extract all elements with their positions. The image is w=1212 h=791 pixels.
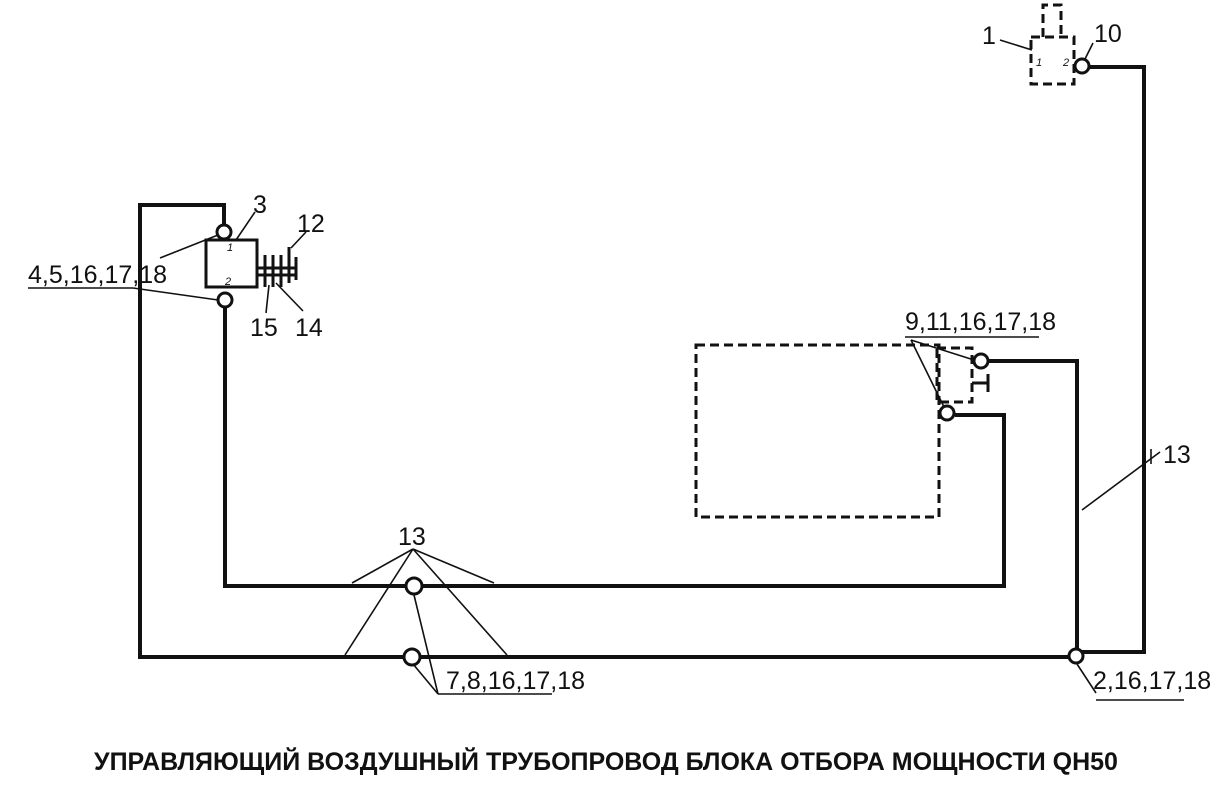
label-3: 3 <box>253 191 267 219</box>
diagram-caption: УПРАВЛЯЮЩИЙ ВОЗДУШНЫЙ ТРУБОПРОВОД БЛОКА … <box>94 748 1118 776</box>
fitting-bottom-right <box>1067 647 1085 665</box>
label-14: 14 <box>295 314 323 342</box>
label-group-2: 2,16,17,18 <box>1093 667 1211 695</box>
valve-9-body <box>935 346 974 404</box>
pipe-valve3-top-loop <box>138 203 405 659</box>
label-13-right: 13 <box>1163 441 1191 469</box>
valve3-port1-label: 1 <box>227 242 233 254</box>
valve-3-body <box>204 238 259 289</box>
valve1-port1-label: 1 <box>1036 57 1042 69</box>
fitting-middle-tee <box>404 576 424 596</box>
fitting-bottom-tee <box>402 647 422 667</box>
valve3-port2-label: 2 <box>224 276 231 288</box>
label-12: 12 <box>297 210 325 238</box>
fitting-pto <box>938 404 956 422</box>
label-15: 15 <box>250 314 278 342</box>
label-group-7-8: 7,8,16,17,18 <box>446 667 585 695</box>
fitting-valve3-top <box>215 223 233 241</box>
fitting-valve3-bottom <box>216 291 234 309</box>
label-13-center: 13 <box>398 523 426 551</box>
pipe-valve1-right <box>1082 65 1146 654</box>
valve1-port2-label: 2 <box>1062 57 1069 69</box>
valve-1-body <box>1029 35 1076 86</box>
label-group-9-11: 9,11,16,17,18 <box>905 308 1056 336</box>
pipe-valve9-upper <box>988 359 1079 650</box>
pipe-middle-main <box>421 413 1006 588</box>
label-group-4-5: 4,5,16,17,18 <box>28 261 167 289</box>
pneumatic-schematic: 1 2 1 2 1 10 3 12 15 14 4,5,16,17,18 9,1… <box>28 3 1211 701</box>
pto-housing-outline <box>694 343 941 519</box>
valve-1-knob <box>1041 3 1063 37</box>
fitting-valve1 <box>1073 57 1091 75</box>
label-10: 10 <box>1094 20 1122 48</box>
pipe-valve3-bottom <box>223 307 407 588</box>
label-1: 1 <box>982 22 996 50</box>
fitting-valve9-upper <box>972 352 990 370</box>
